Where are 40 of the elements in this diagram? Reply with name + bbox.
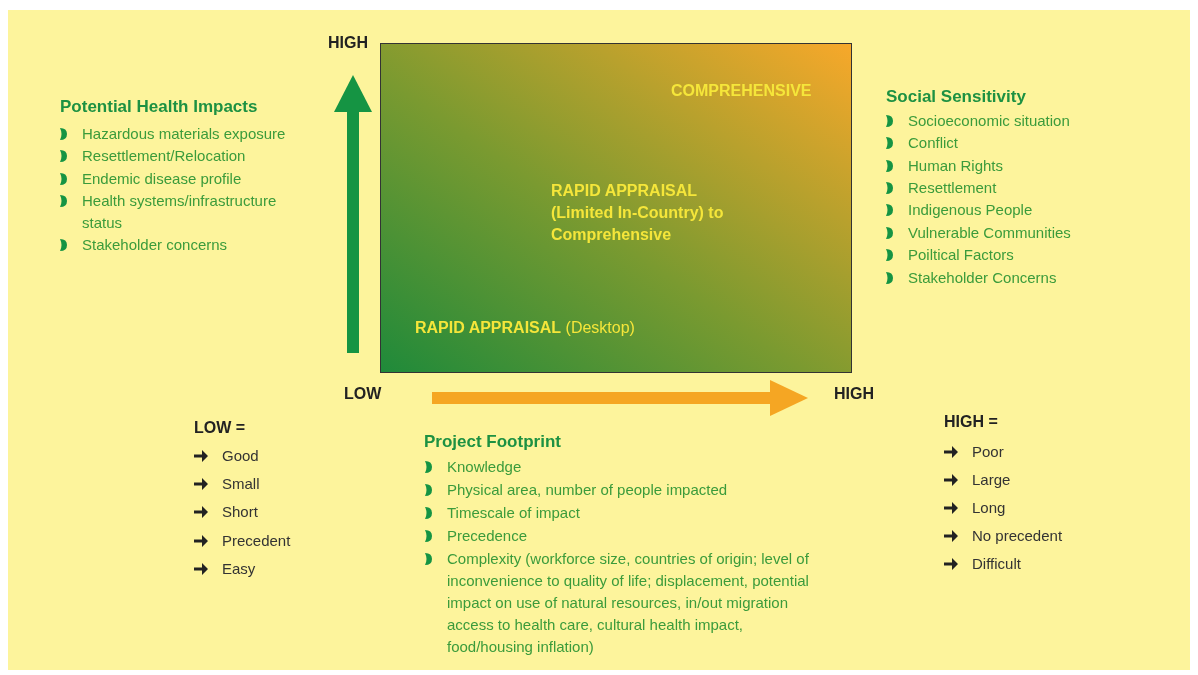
list-item: Human Rights: [908, 156, 1004, 176]
list-item: Socioeconomic situation: [908, 111, 1070, 131]
list-item: Timescale of impact: [447, 503, 580, 523]
list-item: Conflict: [908, 133, 959, 153]
legend-heading: LOW =: [194, 418, 246, 438]
matrix-panel: [380, 43, 852, 373]
list-item: Knowledge: [447, 457, 522, 477]
list-item: Indigenous People: [908, 200, 1033, 220]
quadrant-label: RAPID APPRAISAL (Limited In-Country) to Comprehensive: [551, 181, 725, 245]
list-item: Stakeholder concerns: [82, 235, 228, 255]
section-heading: Social Sensitivity: [886, 86, 1026, 108]
list-item: Physical area, number of people impacted: [447, 480, 728, 500]
list-item: Health systems/infrastructure status: [82, 191, 278, 233]
legend-heading: HIGH =: [944, 412, 998, 432]
list-item: Large: [972, 470, 1011, 490]
axis-label: LOW: [344, 384, 382, 404]
list-item: Long: [972, 498, 1006, 518]
list-item: Complexity (workforce size, countries of origin; level of inconvenience to quality of life; displacement, potential impact on use of natural resources, in/out migration access to health care, cultural health impact, food/housing inflation): [447, 549, 810, 657]
list-item: Stakeholder Concerns: [908, 268, 1057, 288]
section-heading: Potential Health Impacts: [60, 96, 258, 118]
axis-label: HIGH: [328, 33, 368, 53]
list-item: Easy: [222, 559, 256, 579]
list-item: Precedent: [222, 531, 291, 551]
list-item: Resettlement/Relocation: [82, 146, 246, 166]
list-item: Resettlement: [908, 178, 997, 198]
list-item: Small: [222, 474, 260, 494]
list-item: Hazardous materials exposure: [82, 124, 286, 144]
section-heading: Project Footprint: [424, 431, 561, 453]
list-item: Short: [222, 502, 258, 522]
list-item: Poiltical Factors: [908, 245, 1014, 265]
quadrant-label: RAPID APPRAISAL (Desktop): [415, 318, 635, 338]
list-item: Difficult: [972, 554, 1021, 574]
list-item: Precedence: [447, 526, 528, 546]
list-item: Good: [222, 446, 259, 466]
list-item: Endemic disease profile: [82, 169, 242, 189]
list-item: No precedent: [972, 526, 1063, 546]
list-item: Poor: [972, 442, 1004, 462]
quadrant-label: COMPREHENSIVE: [671, 81, 812, 101]
list-item: Vulnerable Communities: [908, 223, 1071, 243]
axis-label: HIGH: [834, 384, 874, 404]
